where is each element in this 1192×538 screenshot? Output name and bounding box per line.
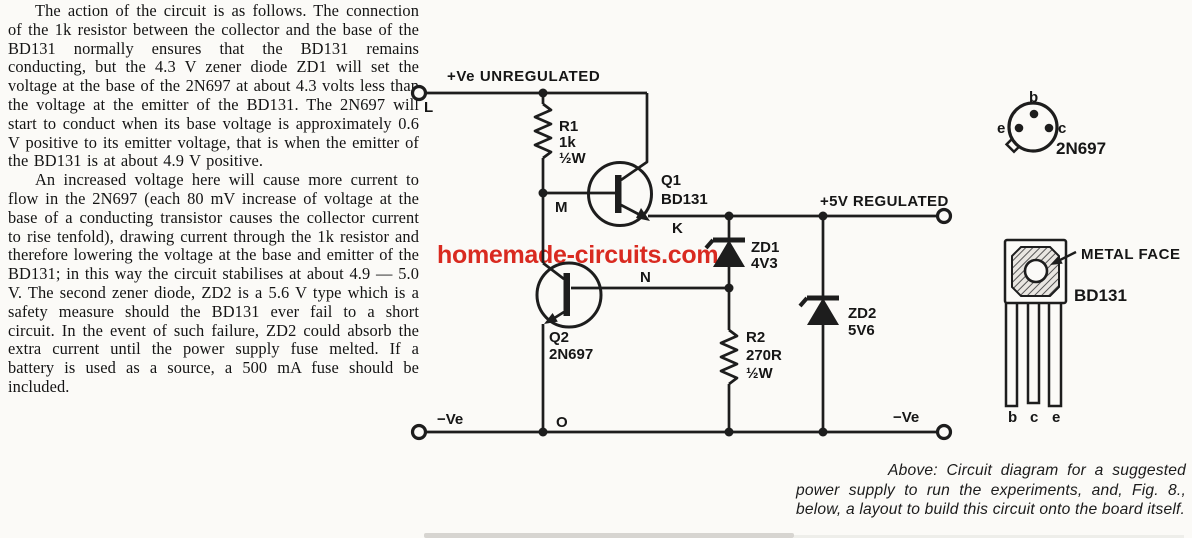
q2-emitter-arrow — [544, 313, 558, 324]
bd131-leg-c — [1026, 300, 1041, 405]
resistor-r2: R2 270R ½W — [719, 288, 782, 432]
node-label-m: M — [555, 199, 568, 216]
bd131-pin-label-b: b — [1008, 409, 1017, 426]
article-paragraph-2: An increased voltage here will cause mor… — [8, 170, 419, 396]
top-rail-label: +Ve UNREGULATED — [447, 68, 600, 85]
node-label-k: K — [672, 220, 683, 237]
junction-zd2-bottom — [818, 427, 828, 437]
q1-collector-wire — [620, 93, 649, 182]
node-label-o: O — [556, 414, 568, 431]
q2-part: 2N697 — [549, 346, 593, 363]
can-pin-base — [1029, 109, 1039, 119]
transistor-q2: Q2 2N697 — [535, 261, 603, 432]
scan-artifact-faint — [794, 535, 1184, 538]
q2-base-bar — [563, 273, 570, 316]
zd1-value: 4V3 — [751, 255, 778, 272]
q2-collector-wire — [542, 261, 565, 281]
zener-zd2: ZD2 5V6 — [798, 216, 876, 432]
q2-body — [535, 261, 603, 329]
can-pin-label-b: b — [1029, 89, 1038, 106]
neg-rail-label-left: −Ve — [437, 411, 463, 428]
zd1-zener-hook — [704, 238, 715, 250]
figure-caption: Above: Circuit diagram for a suggested p… — [796, 462, 1186, 519]
neg-rail-label-right: −Ve — [893, 409, 919, 426]
bd131-part-label: BD131 — [1074, 286, 1127, 305]
zd1-ref: ZD1 — [751, 239, 779, 256]
q1-part: BD131 — [661, 191, 708, 208]
zd1-anode-triangle — [713, 240, 745, 267]
junction-o — [538, 427, 548, 437]
q1-base-bar — [615, 175, 622, 213]
can-pin-label-c: c — [1058, 120, 1066, 137]
terminal-l — [410, 84, 428, 102]
resistor-r1: R1 1k ½W — [533, 93, 587, 193]
scan-artifact — [424, 533, 794, 538]
article-paragraph-1: The action of the circuit is as follows.… — [8, 1, 419, 171]
power-supply-schematic: +Ve UNREGULATED L R1 1k ½W M Q1 BD131 — [410, 68, 953, 441]
metal-face-arrowhead — [1050, 255, 1063, 265]
bd131-mounting-hole — [1023, 258, 1049, 284]
package-bd131: METAL FACE BD131 b c e — [1003, 238, 1180, 426]
zener-zd1: ZD1 4V3 — [704, 216, 779, 288]
r1-rating: ½W — [559, 150, 587, 167]
bd131-pin-label-c: c — [1030, 409, 1038, 426]
zd2-value: 5V6 — [848, 322, 875, 339]
terminal-output — [935, 207, 953, 225]
zd2-ref: ZD2 — [848, 305, 876, 322]
metal-face-label: METAL FACE — [1081, 246, 1180, 263]
r1-value: 1k — [559, 134, 576, 151]
junction-r2-bottom — [724, 427, 734, 437]
r2-ref: R2 — [746, 329, 765, 346]
r2-value: 270R — [746, 347, 782, 364]
can-part-label: 2N697 — [1056, 139, 1106, 158]
q2-ref: Q2 — [549, 329, 569, 346]
bd131-pin-label-e: e — [1052, 409, 1060, 426]
q1-emitter-arrow — [636, 208, 650, 221]
q1-body — [587, 161, 653, 227]
r2-rating: ½W — [746, 365, 774, 382]
terminal-neg-left — [410, 423, 428, 441]
q1-ref: Q1 — [661, 172, 681, 189]
can-pin-collector — [1044, 123, 1054, 133]
node-label-n: N — [640, 269, 651, 286]
zd2-zener-hook — [798, 296, 809, 308]
zd2-anode-triangle — [807, 298, 839, 325]
output-label: +5V REGULATED — [820, 193, 949, 210]
node-label-l: L — [424, 99, 433, 116]
can-pin-emitter — [1014, 123, 1024, 133]
r1-ref: R1 — [559, 118, 578, 135]
article-text-column: The action of the circuit is as follows.… — [8, 1, 419, 397]
pinout-2n697: b e c 2N697 — [997, 89, 1106, 158]
terminal-neg-right — [935, 423, 953, 441]
transistor-q1: Q1 BD131 — [547, 93, 708, 227]
bd131-leg-e — [1047, 300, 1063, 408]
bd131-leg-b — [1004, 300, 1019, 408]
can-outline — [1007, 101, 1059, 153]
can-pin-label-e: e — [997, 120, 1005, 137]
